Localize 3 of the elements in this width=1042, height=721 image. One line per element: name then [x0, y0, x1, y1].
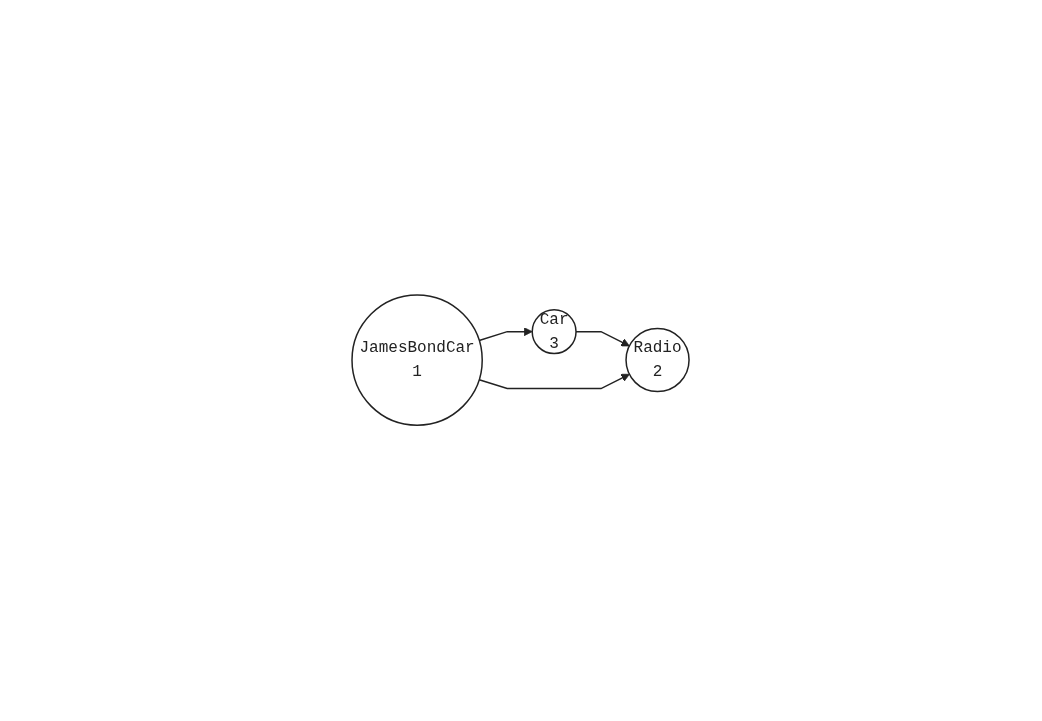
node-circle: JamesBondCar 1	[351, 294, 484, 427]
node-circle: Car 3	[531, 309, 578, 355]
node-circle: Radio 2	[625, 328, 691, 393]
